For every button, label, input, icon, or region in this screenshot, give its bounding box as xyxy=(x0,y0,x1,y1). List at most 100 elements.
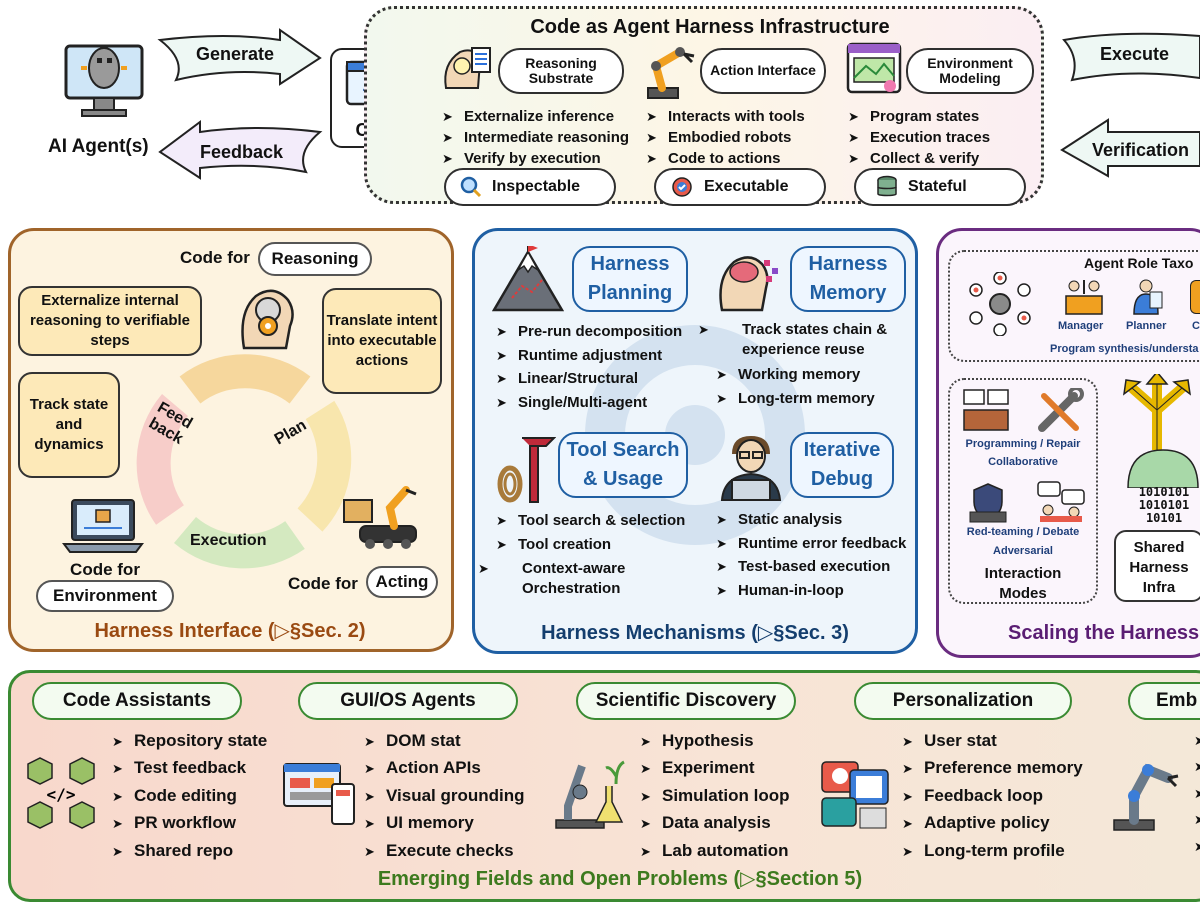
acting-pill: Acting xyxy=(366,566,438,598)
program-synthesis-label: Program synthesis/understa xyxy=(1050,343,1199,355)
brain-document-icon xyxy=(440,44,494,103)
harness-mechanisms-caption: Harness Mechanisms (▷§Sec. 3) xyxy=(541,622,849,644)
harness-interface-caption: Harness Interface (▷§Sec. 2) xyxy=(94,620,366,642)
bullet-item: Program states xyxy=(848,106,990,127)
action-bullets: Interacts with tools Embodied robots Cod… xyxy=(646,106,805,169)
branching-arrows-icon xyxy=(1114,370,1200,455)
binary-line: 1010101 xyxy=(1138,498,1190,512)
bullet-item: Feedback loop xyxy=(902,783,1083,810)
shared-harness-infra-box: Shared Harness Infra xyxy=(1114,530,1200,602)
bullet-item: Tool creation xyxy=(496,533,706,557)
role-partial-icon xyxy=(1190,280,1200,314)
robot-cart-icon xyxy=(340,478,426,557)
bullet-item: Test-based execution xyxy=(716,555,906,579)
execute-label: Execute xyxy=(1100,44,1170,64)
bullet-item: Verify by execution xyxy=(442,148,629,169)
environment-window-icon xyxy=(846,42,902,101)
bullet-item: Externalize inference xyxy=(442,106,629,127)
database-icon xyxy=(876,175,898,199)
robot-arm-icon xyxy=(640,42,696,105)
bullet-item: Hypothesis xyxy=(640,728,790,755)
bullet-item: Collect & verify xyxy=(848,148,990,169)
embodied-pill: Emb xyxy=(1128,682,1200,720)
action-interface-pill: Action Interface xyxy=(700,48,826,94)
personalization-icon xyxy=(820,758,890,835)
environment-pill: Environment xyxy=(36,580,174,612)
scientific-discovery-pill: Scientific Discovery xyxy=(576,682,796,720)
role-manager-label: Manager xyxy=(1058,320,1104,332)
planning-bullets: Pre-run decomposition Runtime adjustment… xyxy=(496,320,682,414)
code-for-environment-label: Code for xyxy=(70,560,140,579)
interaction-modes-label: Interaction Modes xyxy=(984,565,1062,602)
environment-bubble: Track state and dynamics xyxy=(18,372,120,478)
feedback-arrow xyxy=(158,120,323,180)
generate-arrow xyxy=(157,28,322,86)
gear-check-icon xyxy=(670,175,694,199)
interaction-modes-box xyxy=(948,378,1098,604)
reasoning-bubble: Externalize internal reasoning to verifi… xyxy=(18,286,202,356)
tools-bullets: Tool search & selection Tool creation Co… xyxy=(496,509,706,599)
ai-agent-label: AI Agent(s) xyxy=(48,136,149,157)
bullet-item: Embodied robots xyxy=(646,127,805,148)
bullet-item: Preference memory xyxy=(902,755,1083,782)
harness-planning-pill: Harness Planning xyxy=(572,246,688,312)
iterative-debug-pill: Iterative Debug xyxy=(790,432,894,498)
bullet-item: UI memory xyxy=(364,810,525,837)
gui-os-bullets: DOM stat Action APIs Visual grounding UI… xyxy=(364,728,525,865)
scientific-bullets: Hypothesis Experiment Simulation loop Da… xyxy=(640,728,790,865)
memory-bullets: Track states chain & experience reuse Wo… xyxy=(716,320,912,410)
role-planner-label: Planner xyxy=(1126,320,1167,332)
code-assistants-bullets: Repository state Test feedback Code edit… xyxy=(112,728,267,865)
globe-icon xyxy=(1126,448,1200,493)
bullet-item: Execution traces xyxy=(848,127,990,148)
programmer-laptop-icon xyxy=(716,432,786,507)
magnifier-icon xyxy=(460,176,482,198)
binary-line: 10101 xyxy=(1145,511,1183,525)
emerging-caption: Emerging Fields and Open Problems (▷§Sec… xyxy=(377,868,863,890)
substrate-bullets: Externalize inference Intermediate reaso… xyxy=(442,106,629,169)
bullet-item: Working memory xyxy=(716,363,912,387)
robot-arm-large-icon xyxy=(1108,756,1180,837)
binary-text: 1010101 1010101 10101 xyxy=(1124,486,1200,525)
ai-agent-icon xyxy=(62,38,146,128)
bullet-item: Visual grounding xyxy=(364,783,525,810)
bullet-item: Simulation loop xyxy=(640,783,790,810)
feedback-label: Feedback xyxy=(200,142,284,162)
bullet-item: Experiment xyxy=(640,755,790,782)
bullet-item: Data analysis xyxy=(640,810,790,837)
environment-modeling-pill: Environment Modeling xyxy=(906,48,1034,94)
acting-bubble: Translate intent into executable actions xyxy=(322,288,442,394)
personalization-bullets: User stat Preference memory Feedback loo… xyxy=(902,728,1083,865)
agent-role-taxonomy-box xyxy=(948,250,1200,362)
executable-pill: Executable xyxy=(654,168,826,206)
bullet-item: Lab automation xyxy=(640,838,790,865)
reasoning-pill: Reasoning xyxy=(258,242,372,276)
verification-label: Verification xyxy=(1092,140,1190,160)
personalization-pill: Personalization xyxy=(854,682,1072,720)
agent-network-icon xyxy=(966,271,1034,341)
wrench-tools-icon xyxy=(1036,386,1084,439)
bullet-item: Static analysis xyxy=(716,508,906,532)
adversarial-label: Adversarial xyxy=(993,545,1053,557)
cycle-diagram xyxy=(136,354,352,569)
bullet-item: DOM stat xyxy=(364,728,525,755)
bullet-item: Context-aware Orchestration xyxy=(496,559,646,599)
bullet-item: PR workflow xyxy=(112,810,267,837)
bullet-item: Long-term profile xyxy=(902,838,1083,865)
head-memory-icon xyxy=(714,248,780,319)
bullet-item: Repository state xyxy=(112,728,267,755)
bullet-item: Shared repo xyxy=(112,838,267,865)
bullet-item: Action APIs xyxy=(364,755,525,782)
red-team-icon xyxy=(966,482,1010,529)
bullet-item: Tool search & selection xyxy=(496,509,706,533)
bullet-item: Adaptive policy xyxy=(902,810,1083,837)
reasoning-substrate-pill: Reasoning Substrate xyxy=(498,48,624,94)
debug-bullets: Static analysis Runtime error feedback T… xyxy=(716,508,906,602)
bullet-item: Execute checks xyxy=(364,838,525,865)
gui-screens-icon xyxy=(282,760,356,831)
role-partial-label: C xyxy=(1192,320,1200,332)
infrastructure-title: Code as Agent Harness Infrastructure xyxy=(530,16,890,38)
bullet-item: Test feedback xyxy=(112,755,267,782)
code-for-acting-label: Code for xyxy=(288,574,358,593)
gui-os-agents-pill: GUI/OS Agents xyxy=(298,682,518,720)
